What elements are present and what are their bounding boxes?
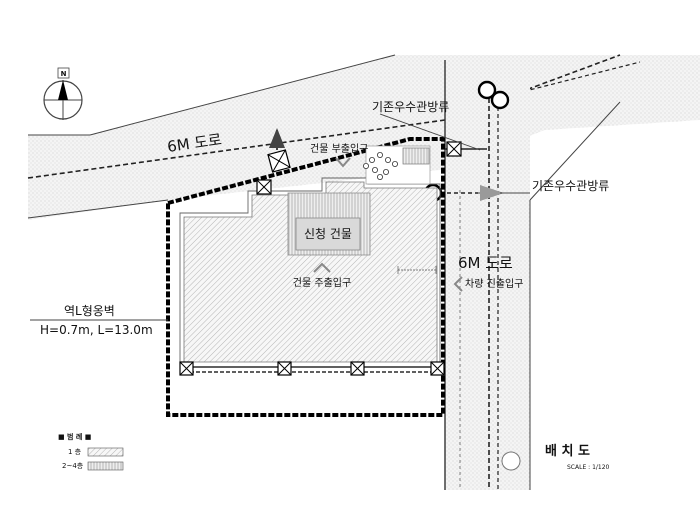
sub-entrance-chevron (335, 157, 351, 168)
road-top-centerline-east-2 (489, 61, 641, 101)
building-core-inner (295, 217, 361, 251)
box-4 (430, 361, 445, 376)
road-top-area (28, 55, 700, 220)
main-entrance-chevron (313, 262, 331, 273)
legend-swatch-2-4f (87, 461, 124, 471)
north-arrow (43, 67, 83, 120)
landscape-planter (402, 147, 430, 165)
legend-item-2-label: 2~4층 (62, 461, 84, 470)
retaining-wall-dims: H=0.7m, L=13.0m (40, 323, 153, 337)
existing-drain-right-label: 기존우수관방류 (532, 179, 609, 193)
road-right-edge-right-bend (529, 101, 621, 201)
box-3 (350, 361, 365, 376)
landscape-trees (362, 151, 398, 180)
box-top-right (446, 141, 462, 157)
new-building-label: 신청 건물 (304, 227, 352, 241)
legend: ■ 범 례 ■ 1 층 2~4층 (58, 432, 124, 471)
road-top-centerline (27, 119, 446, 179)
manhole-1 (477, 80, 497, 100)
building-main-entrance-label: 건물 주출입구 (293, 276, 351, 289)
north-label: N (61, 70, 67, 78)
legend-title: ■ 범 례 ■ (58, 432, 91, 441)
box-2 (277, 361, 292, 376)
drawing-scale: SCALE : 1/120 (567, 464, 610, 471)
manhole-bottom (501, 451, 521, 471)
box-top-mid (267, 149, 291, 173)
road-top-edge-upper-diag (89, 54, 396, 136)
vehicle-entrance-chevron (453, 276, 463, 292)
drain-top-leader (379, 113, 481, 151)
road-right-area (445, 55, 530, 490)
road-top-centerline-east (444, 54, 621, 121)
retaining-wall-title: 역L형옹벽 (64, 304, 115, 318)
existing-drain-top-label: 기존우수관방류 (372, 100, 449, 114)
box-1 (179, 361, 194, 376)
road-right-label: 6M 도로 (458, 254, 513, 272)
vehicle-entrance-label: 차량 진출입구 (465, 277, 523, 290)
legend-swatch-1f (87, 447, 124, 457)
legend-item-1-label: 1 층 (68, 447, 82, 456)
building-sub-entrance-label: 건물 부출입구 (310, 142, 368, 155)
manhole-2 (490, 90, 510, 110)
road-top-edge-lower (27, 199, 169, 219)
dimension-mark (397, 266, 437, 274)
drawing-title: 배 치 도 (545, 443, 590, 459)
box-top-left (256, 179, 272, 195)
